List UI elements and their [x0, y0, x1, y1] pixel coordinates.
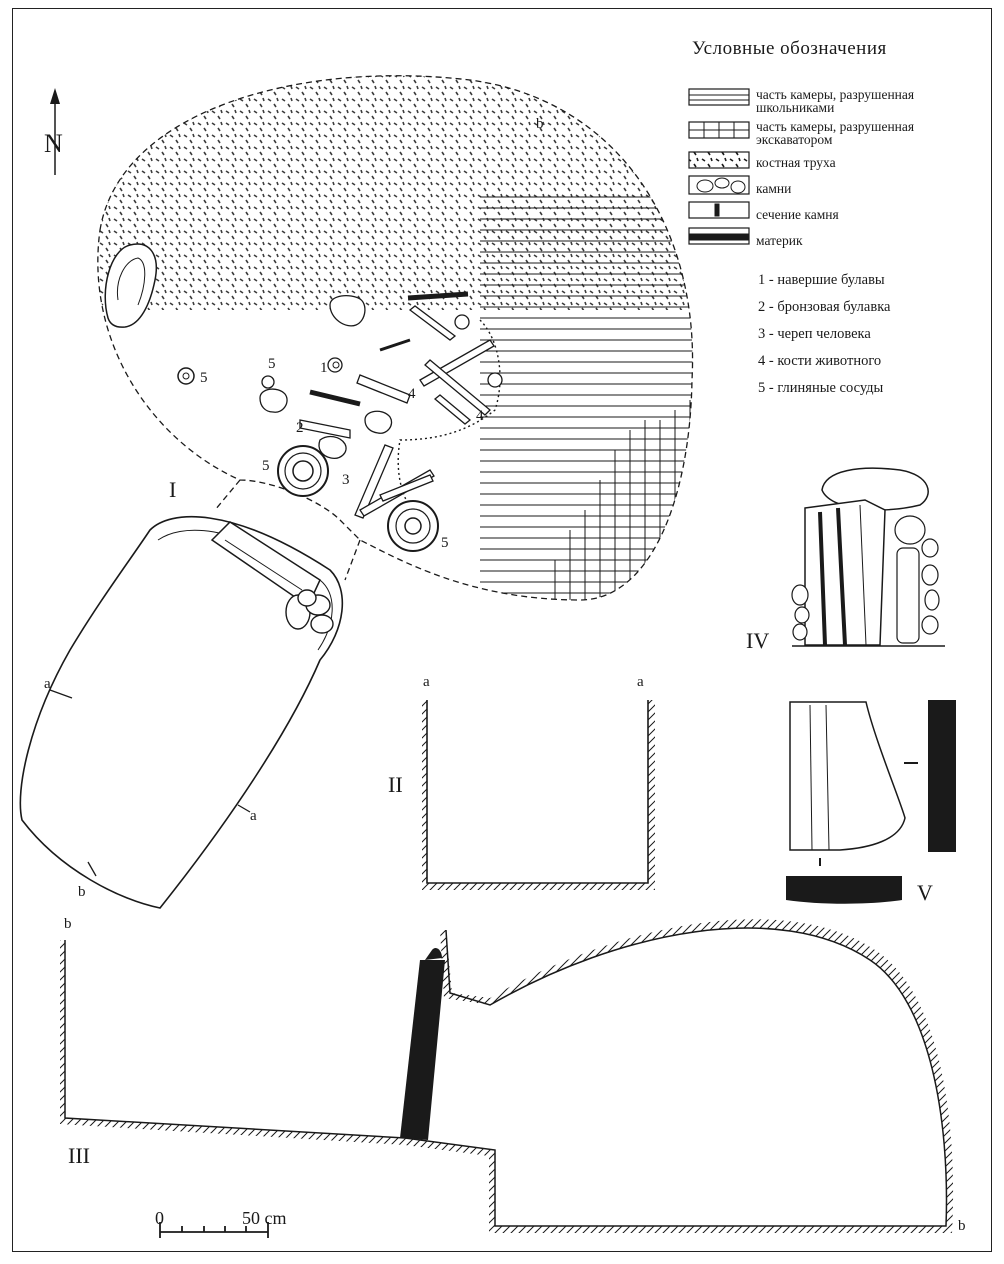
section-label-ii: II	[388, 772, 403, 797]
swatch-bedrock	[688, 227, 750, 245]
section-iv	[791, 467, 945, 647]
swatch-stones	[688, 175, 750, 195]
scale-end: 50 cm	[242, 1208, 287, 1228]
scale-bar	[159, 1222, 269, 1238]
marker-b-section-right: b	[958, 1218, 966, 1234]
section-label-i: I	[169, 477, 176, 502]
marker-4-lower: 4	[476, 408, 484, 424]
north-arrow-icon	[50, 88, 60, 175]
legend-numbered-3: 3 - череп человека	[758, 326, 871, 342]
section-label-iv: IV	[746, 628, 769, 653]
marker-a-section-right: a	[637, 674, 644, 690]
marker-5-upper: 5	[268, 356, 276, 372]
legend-numbered-5: 5 - глиняные сосуды	[758, 380, 884, 396]
legend-swatches	[688, 88, 750, 245]
marker-a-section-left: a	[423, 674, 430, 690]
legend-item-stones: камни	[756, 181, 792, 196]
legend-title: Условные обозначения	[692, 38, 887, 59]
marker-b-chamber: b	[536, 116, 544, 132]
marker-4-upper: 4	[408, 386, 416, 402]
swatch-grid-hatch	[688, 121, 750, 139]
marker-b-section-left: b	[64, 916, 72, 932]
marker-2: 2	[296, 420, 304, 436]
section-v	[786, 700, 956, 904]
marker-3: 3	[342, 472, 350, 488]
marker-a-plan-left: a	[44, 676, 51, 692]
legend-item-stone-section: сечение камня	[756, 207, 839, 222]
swatch-dots	[688, 151, 750, 169]
swatch-stone-section	[688, 201, 750, 219]
scale-zero: 0	[155, 1208, 164, 1228]
marker-5-left: 5	[200, 370, 208, 386]
plan-entrance-pit	[19, 479, 361, 909]
swatch-horizontal-hatch	[688, 88, 750, 106]
legend-numbered-1: 1 - навершие булавы	[758, 272, 885, 288]
legend-item-excavator: часть камеры, разрушенная экскаватором	[756, 119, 915, 147]
marker-1: 1	[320, 360, 328, 376]
marker-a-plan-right: a	[250, 808, 257, 824]
section-iii	[60, 919, 954, 1233]
legend-item-bone-dust: костная труха	[756, 155, 836, 170]
legend-item-bedrock: материк	[756, 233, 803, 248]
figure-frame	[12, 8, 992, 1252]
plan-i-chamber	[97, 75, 694, 601]
north-label: N	[44, 129, 63, 158]
marker-b-plan: b	[78, 884, 86, 900]
section-ii	[422, 700, 655, 890]
legend-numbered-4: 4 - кости животного	[758, 353, 882, 369]
marker-5-vessel: 5	[262, 458, 270, 474]
marker-5-right: 5	[441, 535, 449, 551]
section-label-v: V	[917, 880, 933, 905]
section-label-iii: III	[68, 1143, 90, 1168]
legend-item-schoolchildren: часть камеры, разрушенная школьниками	[756, 87, 915, 115]
legend-numbered-2: 2 - бронзовая булавка	[758, 299, 891, 315]
